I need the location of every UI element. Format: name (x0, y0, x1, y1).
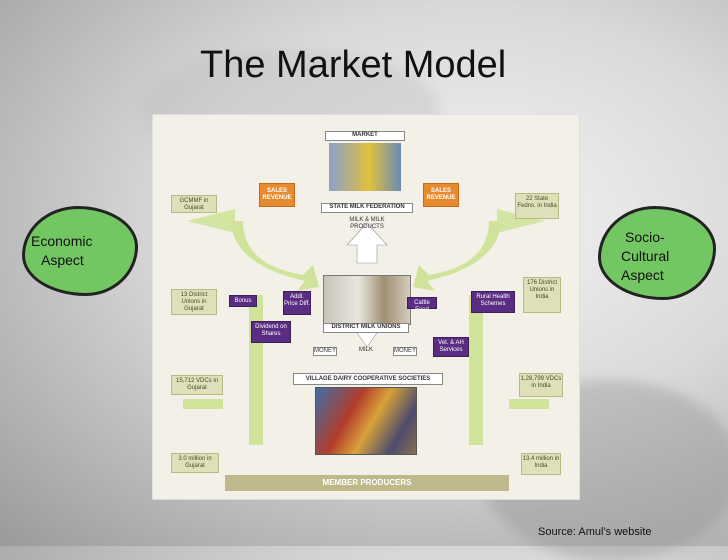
state-fedns-box: 22 State Fedns. in India (515, 193, 559, 219)
market-photo (329, 143, 401, 191)
money-right-label: MONEY (393, 347, 417, 356)
milk-products-label: MILK & MILK PRODUCTS (349, 217, 385, 230)
socio-cultural-line3: Aspect (621, 267, 664, 283)
slide-title: The Market Model (200, 44, 507, 86)
dividend-box: Dividend on Shares (251, 321, 291, 343)
socio-cultural-aspect-cloud: Socio- Cultural Aspect (598, 206, 716, 300)
arrow-right-vertical (469, 295, 483, 445)
member-producers-bar: MEMBER PRODUCERS (225, 475, 509, 491)
vdcs-india-box: 1,28,799 VDCs in India (519, 373, 563, 397)
state-federation-label: STATE MILK FEDERATION (321, 203, 413, 213)
arrow-left-vertical (249, 295, 263, 445)
socio-cultural-line2: Cultural (621, 248, 670, 264)
arrow-left-top (187, 209, 235, 233)
district-union-photo (323, 275, 411, 325)
arrow-right-lower (509, 399, 549, 409)
district-unions-india-box: 176 District Unions in India (523, 277, 561, 313)
diagram-arrows (183, 209, 549, 445)
market-model-diagram: MARKET SALES REVENUE SALES REVENUE STATE… (152, 114, 580, 500)
addl-price-box: Addl. Price Diff. (283, 291, 311, 315)
economic-aspect-line2: Aspect (41, 252, 84, 268)
arrow-left-lower (183, 399, 223, 409)
socio-cultural-line1: Socio- (625, 229, 665, 245)
arrow-up-center (346, 222, 388, 264)
money-left-label: MONEY (313, 347, 337, 356)
economic-aspect-cloud: Economic Aspect (22, 206, 138, 296)
village-societies-label: VILLAGE DAIRY COOPERATIVE SOCIETIES (293, 373, 443, 385)
source-note: Source: Amul’s website (538, 526, 652, 538)
million-india-box: 13.4 million in India (521, 453, 561, 475)
arrow-right-top (497, 209, 545, 233)
cattle-feed-box: Cattle Feed (407, 297, 437, 313)
arrow-left-curve (231, 221, 319, 291)
district-unions-gujarat-box: 13 District Unions in Gujarat (171, 289, 217, 315)
rural-health-box: Rural Health Schemes (471, 291, 515, 313)
bonus-box: Bonus (229, 295, 257, 307)
gcmmf-box: GCMMF in Gujarat (171, 195, 217, 213)
million-gujarat-box: 3.0 million in Gujarat (171, 453, 219, 473)
district-milk-unions-label: DISTRICT MILK UNIONS (323, 323, 409, 333)
market-label: MARKET (325, 131, 405, 141)
village-society-photo (315, 387, 417, 455)
sales-revenue-left: SALES REVENUE (259, 183, 295, 207)
economic-aspect-line1: Economic (31, 233, 93, 249)
vdcs-gujarat-box: 15,712 VDCs in Gujarat (171, 375, 223, 395)
sales-revenue-right: SALES REVENUE (423, 183, 459, 207)
arrow-right-curve (413, 221, 501, 291)
milk-mid-label: MILK (358, 347, 373, 353)
vet-ah-box: Vet. & AH Services (433, 337, 469, 357)
